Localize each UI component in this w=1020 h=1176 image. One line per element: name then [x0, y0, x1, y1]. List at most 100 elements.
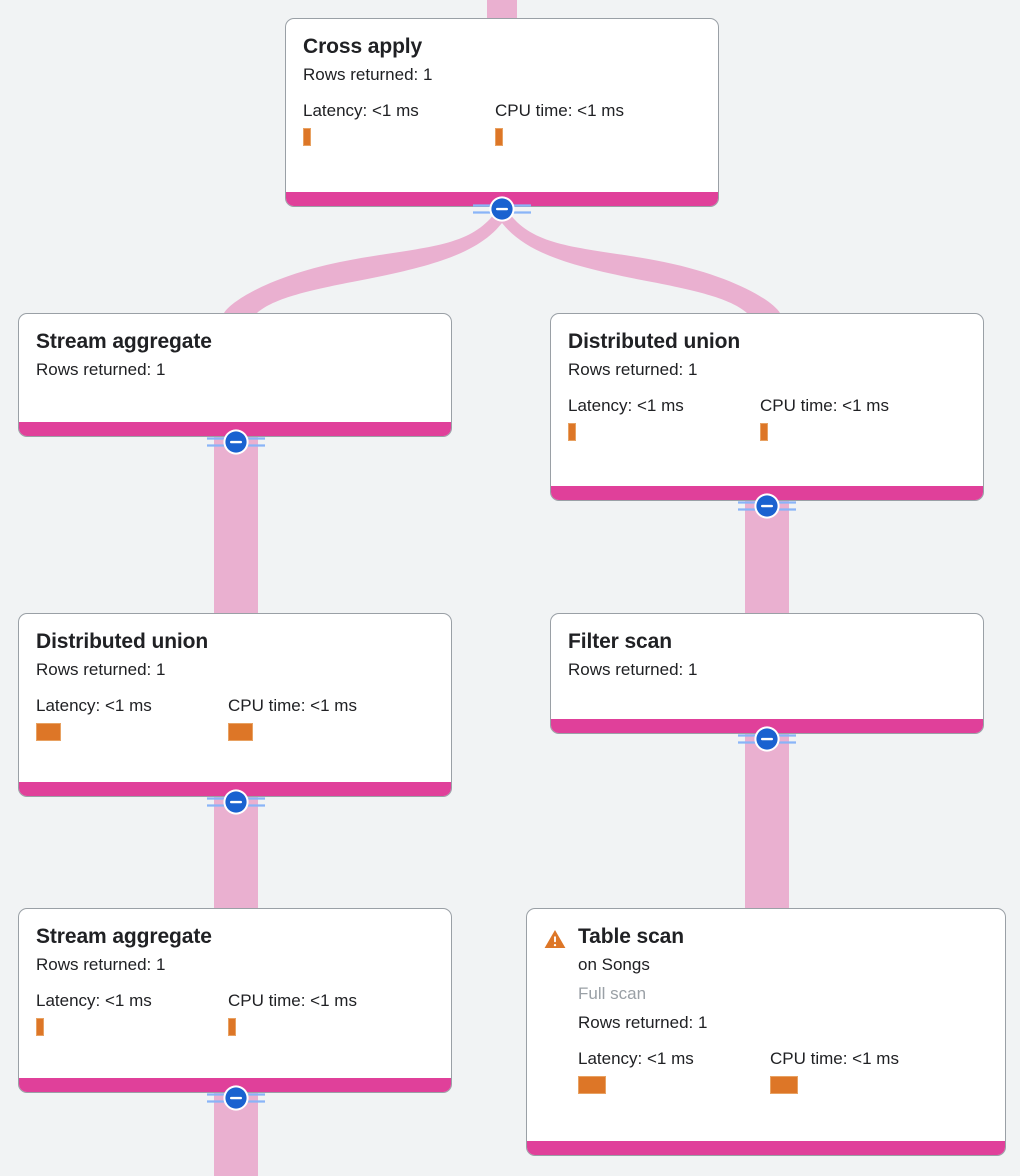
- collapse-toggle-filter-scan[interactable]: [736, 725, 798, 753]
- metric-latency-bar: [36, 1017, 44, 1036]
- metric-cpu-time-bar: [495, 127, 503, 146]
- plan-node-title: Filter scan: [568, 630, 672, 653]
- plan-node-title: Distributed union: [36, 630, 209, 653]
- collapse-toggle-stream-aggregate-2[interactable]: [205, 1084, 267, 1112]
- plan-node-title: Table scan: [578, 925, 684, 948]
- minus-circle-icon[interactable]: [736, 725, 798, 753]
- metric-latency: Latency: <1 ms: [303, 100, 495, 146]
- plan-node-scan-type: Full scan: [578, 983, 647, 1003]
- metric-cpu-time-label: CPU time: <1 ms: [495, 100, 624, 120]
- metric-cpu-time-bar: [760, 422, 768, 441]
- metric-latency: Latency: <1 ms: [578, 1048, 770, 1095]
- metric-latency: Latency: <1 ms: [568, 395, 760, 441]
- metric-cpu-time-bar: [770, 1076, 798, 1095]
- plan-node-rows-returned: Rows returned: 1: [568, 659, 698, 679]
- metric-cpu-time-bar: [228, 1017, 236, 1036]
- metric-latency-bar: [578, 1076, 606, 1095]
- plan-node-rows-returned: Rows returned: 1: [36, 954, 166, 974]
- plan-node-metrics: Latency: <1 ms CPU time: <1 ms: [568, 395, 966, 441]
- metric-latency-label: Latency: <1 ms: [303, 100, 419, 120]
- warning-slot: [544, 924, 578, 949]
- metric-cpu-time: CPU time: <1 ms: [760, 395, 889, 441]
- plan-node-status-strip: [19, 782, 451, 796]
- metric-latency-bar: [36, 722, 61, 741]
- edge-stream-aggregate-1-to-distributed-union-left: [214, 437, 258, 617]
- plan-node-metrics: Latency: <1 ms CPU time: <1 ms: [303, 100, 701, 146]
- plan-node-rows-returned: Rows returned: 1: [578, 1013, 708, 1033]
- plan-node-status-strip: [551, 486, 983, 500]
- metric-latency-label: Latency: <1 ms: [578, 1049, 694, 1069]
- metric-latency: Latency: <1 ms: [36, 990, 228, 1036]
- warning-triangle-icon: [544, 930, 566, 948]
- plan-node-title: Stream aggregate: [36, 330, 212, 353]
- collapse-toggle-distributed-union-right[interactable]: [736, 492, 798, 520]
- metric-cpu-time-label: CPU time: <1 ms: [760, 395, 889, 415]
- collapse-toggle-stream-aggregate-1[interactable]: [205, 428, 267, 456]
- plan-node-title: Stream aggregate: [36, 925, 212, 948]
- metric-cpu-time-bar: [228, 722, 253, 741]
- minus-circle-icon[interactable]: [205, 788, 267, 816]
- plan-node-subtitle: on Songs: [578, 954, 650, 974]
- plan-node-rows-returned: Rows returned: 1: [303, 64, 433, 84]
- edge-incoming-top: [487, 0, 517, 22]
- metric-cpu-time: CPU time: <1 ms: [228, 990, 357, 1036]
- plan-node-status-strip: [19, 422, 451, 436]
- metric-cpu-time-label: CPU time: <1 ms: [770, 1049, 899, 1069]
- plan-node-rows-returned: Rows returned: 1: [36, 359, 166, 379]
- plan-node-rows-returned: Rows returned: 1: [568, 359, 698, 379]
- metric-latency-label: Latency: <1 ms: [568, 395, 684, 415]
- plan-node-status-strip: [19, 1078, 451, 1092]
- metric-cpu-time: CPU time: <1 ms: [495, 100, 624, 146]
- metric-latency-bar: [303, 127, 311, 146]
- plan-node-title: Distributed union: [568, 330, 741, 353]
- minus-circle-icon[interactable]: [736, 492, 798, 520]
- plan-node-metrics: Latency: <1 ms CPU time: <1 ms: [578, 1048, 988, 1095]
- metric-cpu-time-label: CPU time: <1 ms: [228, 990, 357, 1010]
- plan-node-title: Cross apply: [303, 35, 423, 58]
- metric-latency: Latency: <1 ms: [36, 695, 228, 741]
- edge-distributed-union-right-to-filter-scan: [745, 501, 789, 619]
- plan-node-rows-returned: Rows returned: 1: [36, 659, 166, 679]
- minus-circle-icon[interactable]: [205, 1084, 267, 1112]
- metric-cpu-time: CPU time: <1 ms: [228, 695, 357, 741]
- minus-circle-icon[interactable]: [471, 195, 533, 223]
- collapse-toggle-cross-apply[interactable]: [471, 195, 533, 223]
- plan-node-metrics: Latency: <1 ms CPU time: <1 ms: [36, 695, 434, 741]
- edge-cross-apply-to-stream-aggregate-1: [224, 210, 508, 313]
- metric-cpu-time-label: CPU time: <1 ms: [228, 695, 357, 715]
- metric-cpu-time: CPU time: <1 ms: [770, 1048, 899, 1095]
- collapse-toggle-distributed-union-left[interactable]: [205, 788, 267, 816]
- minus-circle-icon[interactable]: [205, 428, 267, 456]
- metric-latency-label: Latency: <1 ms: [36, 695, 152, 715]
- edge-cross-apply-to-distributed-union-right: [496, 210, 780, 313]
- metric-latency-label: Latency: <1 ms: [36, 990, 152, 1010]
- plan-node-metrics: Latency: <1 ms CPU time: <1 ms: [36, 990, 434, 1036]
- edge-distributed-union-left-to-stream-aggregate-2: [214, 797, 258, 913]
- plan-node-status-strip: [551, 719, 983, 733]
- metric-latency-bar: [568, 422, 576, 441]
- plan-node-status-strip: [527, 1141, 1005, 1155]
